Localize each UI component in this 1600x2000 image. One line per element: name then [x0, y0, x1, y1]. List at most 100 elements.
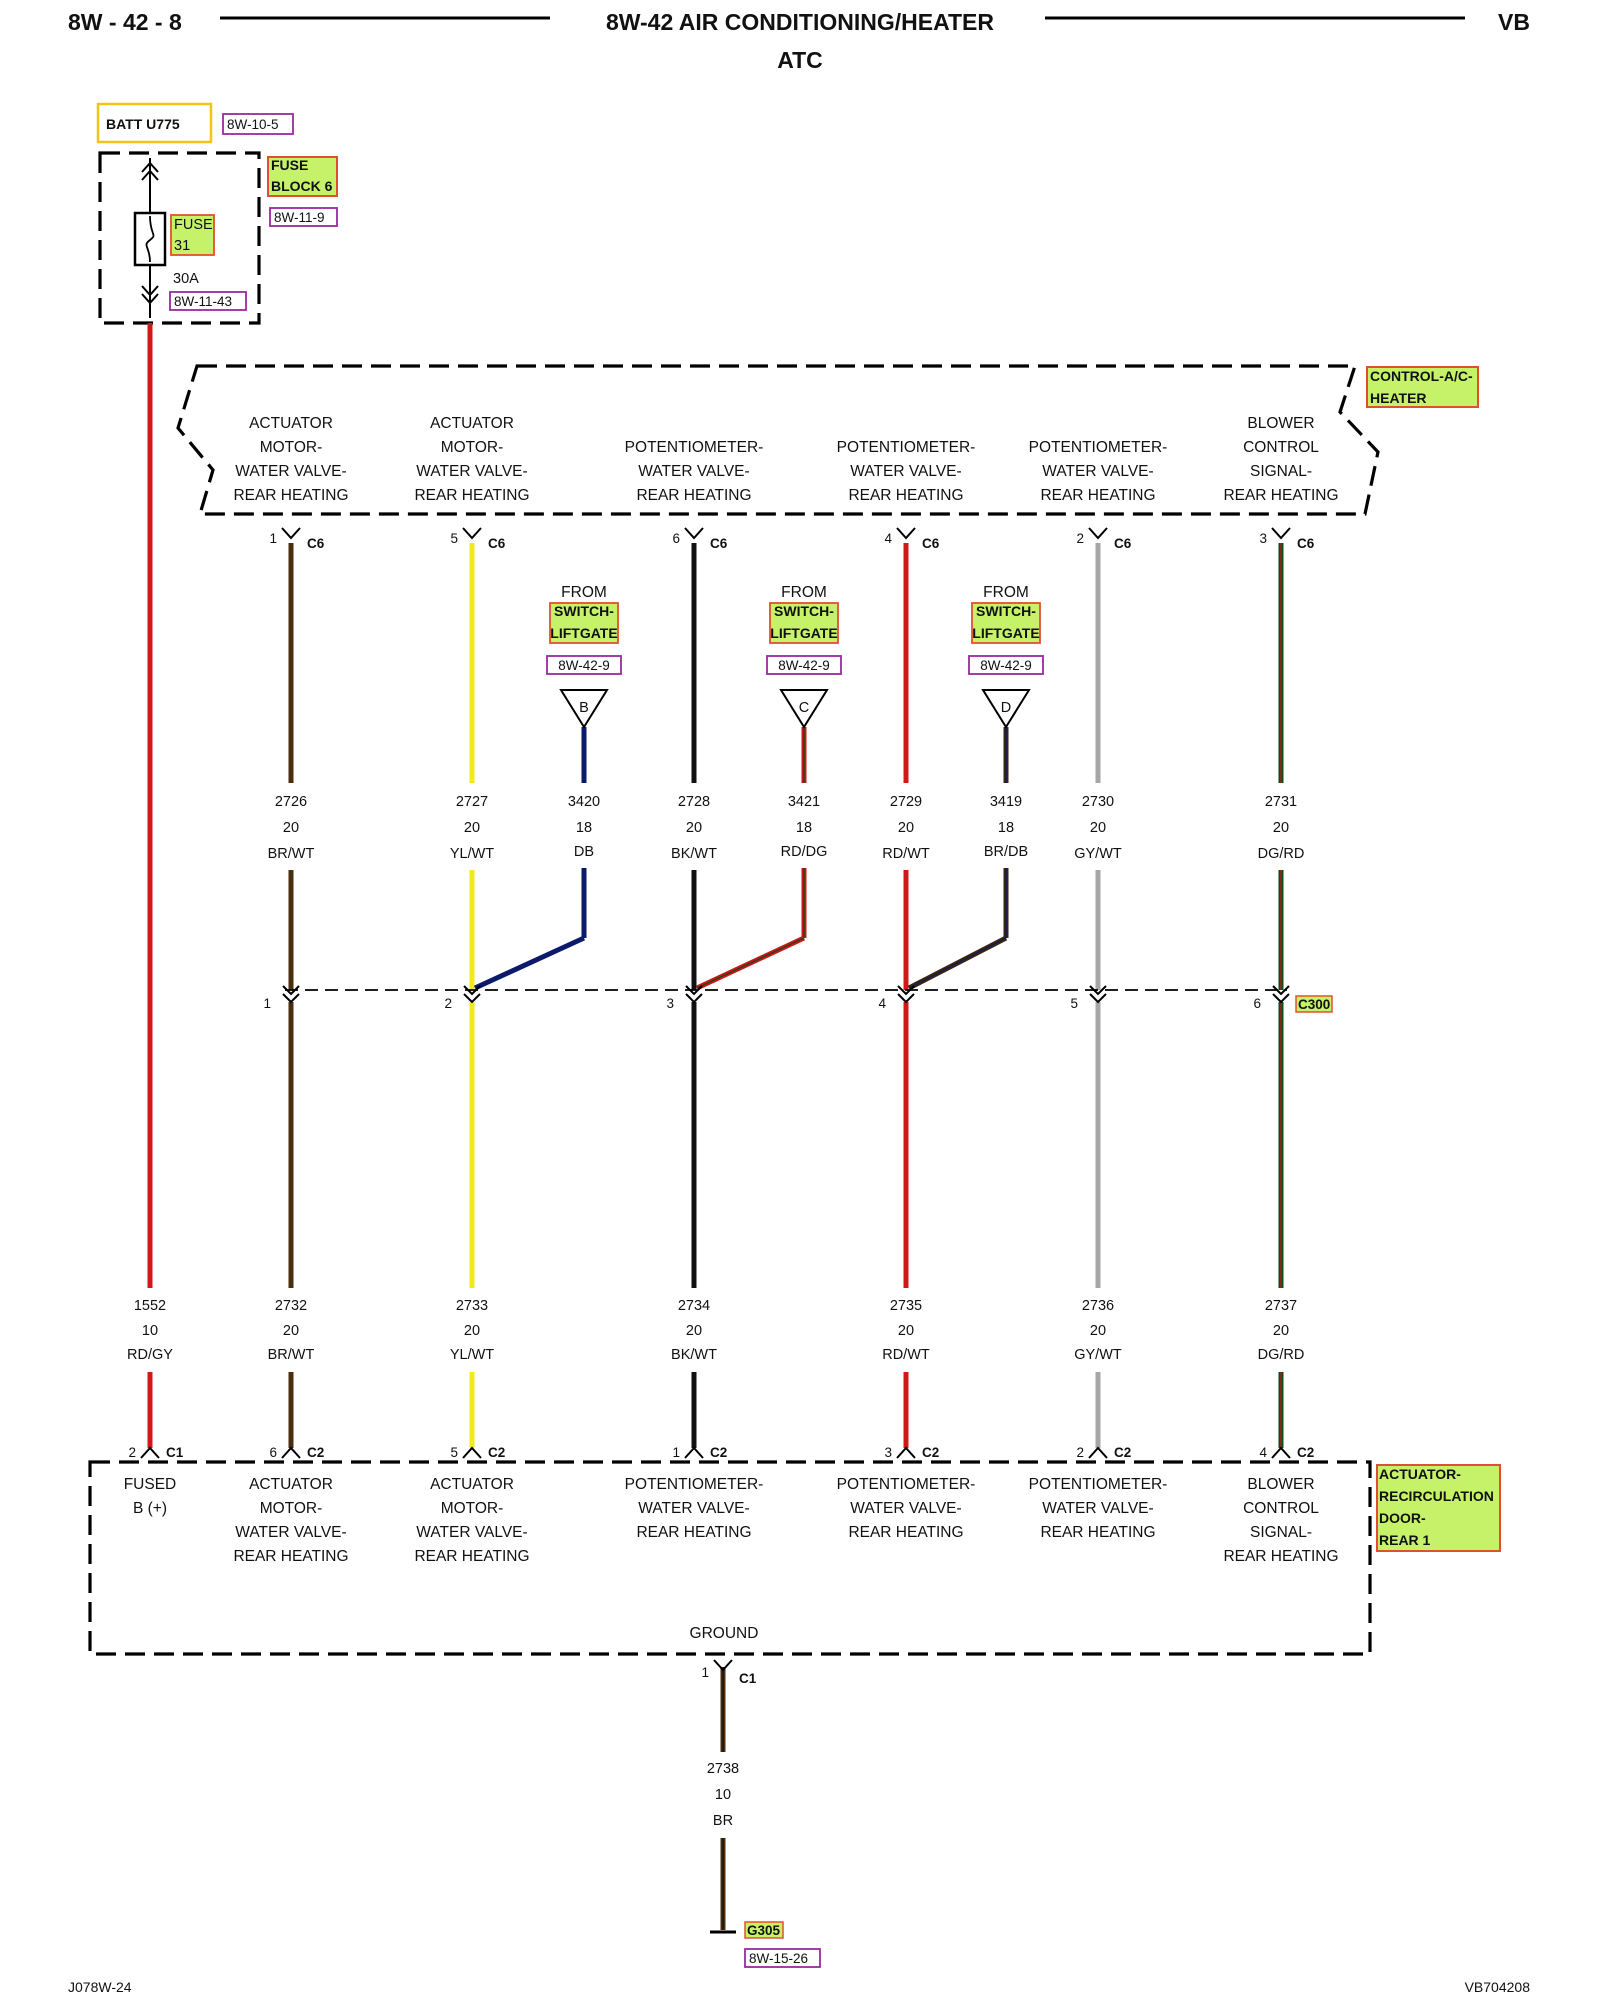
circuit-2-bottom-pin-symbol [462, 1446, 482, 1459]
fuse-block-name-line2: BLOCK 6 [271, 178, 333, 194]
circuit-1-wire-top-gauge: 20 [283, 820, 299, 836]
circuit-1-c300-pin-symbol [282, 985, 300, 1004]
circuit-4-bottom-pin: 3 [884, 1445, 892, 1460]
circuit-2-top-label-line3: WATER VALVE- [416, 463, 527, 480]
circuit-3-top-connector: C6 [710, 536, 728, 551]
circuit-2-wire-bottom-color: YL/WT [450, 1347, 494, 1363]
circuit-3-wire-bottom-num: 2734 [678, 1298, 710, 1314]
fuse-pin-bottom [141, 285, 159, 305]
circuit-6-c300-pin-symbol [1272, 985, 1290, 1004]
circuit-5-bottom-label-line1: POTENTIOMETER- [1029, 1476, 1168, 1493]
circuit-4-bottom-connector: C2 [922, 1445, 939, 1460]
switch-input-b-wire-color: DB [574, 844, 594, 860]
fused-feed-wire-num: 1552 [134, 1298, 166, 1314]
switch-input-b-wire-gauge: 18 [576, 820, 592, 836]
fuse-block-ref-box [269, 207, 338, 227]
circuit-3-wire-bottom-color: BK/WT [671, 1347, 717, 1363]
circuit-4-wire-bottom-color: RD/WT [882, 1347, 930, 1363]
circuit-6-bottom-label-line1: BLOWER [1247, 1476, 1314, 1493]
circuit-3-top-label-line1: POTENTIOMETER- [625, 439, 764, 456]
page-header: 8W - 42 - 8 8W-42 AIR CONDITIONING/HEATE… [68, 9, 1530, 73]
circuit-5-c300-pin: 5 [1070, 996, 1078, 1011]
circuit-5-top-label-line3: REAR HEATING [1040, 487, 1155, 504]
control-module-name-line2: HEATER [1370, 390, 1427, 406]
circuit-3-wire-top-gauge: 20 [686, 820, 702, 836]
switch-input-b-wire-splice [473, 935, 586, 991]
circuit-1-c300-pin: 1 [263, 996, 271, 1011]
page-subtitle: ATC [777, 47, 823, 73]
switch-input-b-name-line1: SWITCH- [554, 603, 614, 619]
ground-wire-color: BR [713, 1813, 733, 1829]
ground-point: G305 [747, 1923, 781, 1938]
switch-input-d-letter: D [1001, 700, 1011, 716]
switch-input-d-wire-color: BR/DB [984, 844, 1028, 860]
fuse-block-ref: 8W-11-9 [274, 210, 325, 225]
circuit-6-wire-top-color: DG/RD [1258, 846, 1305, 862]
fuse-rating: 30A [173, 271, 199, 287]
ground-connector: C1 [739, 1671, 757, 1686]
circuit-5-top-pin: 2 [1076, 531, 1084, 546]
fused-feed-pin-symbol [140, 1446, 160, 1459]
switch-input-d-wire-num: 3419 [990, 794, 1022, 810]
control-module-outline [176, 364, 1380, 516]
circuit-6-bottom-label-line3: SIGNAL- [1250, 1524, 1312, 1541]
circuit-5-top-pin-symbol [1088, 527, 1108, 540]
circuit-2-bottom-pin: 5 [450, 1445, 458, 1460]
actuator-module-name-line1: ACTUATOR- [1379, 1466, 1461, 1482]
circuit-6-top-label-line3: SIGNAL- [1250, 463, 1312, 480]
page-title: 8W-42 AIR CONDITIONING/HEATER [606, 9, 994, 35]
circuit-5-wire-top-gauge: 20 [1090, 820, 1106, 836]
vehicle-code: VB [1498, 9, 1530, 35]
circuit-5-bottom-pin: 2 [1076, 1445, 1084, 1460]
batt-label: BATT U775 [106, 116, 180, 132]
ground-ref: 8W-15-26 [749, 1951, 808, 1966]
ground-ref-box [744, 1948, 821, 1968]
circuit-3-top-pin-symbol [684, 527, 704, 540]
circuit-5-wire-top-color: GY/WT [1074, 846, 1122, 862]
circuit-6-bottom-connector: C2 [1297, 1445, 1314, 1460]
circuit-2-c300-pin-symbol [463, 985, 481, 1004]
switch-input-c-letter: C [799, 700, 809, 716]
circuit-2-wire-top-gauge: 20 [464, 820, 480, 836]
ground-pin-symbol [713, 1659, 733, 1672]
circuit-5-wire-top-num: 2730 [1082, 794, 1114, 810]
fused-feed-wire-color: RD/GY [127, 1347, 173, 1363]
c300-label: C300 [1298, 997, 1330, 1012]
circuit-4-c300-pin-symbol [897, 985, 915, 1004]
fuse-block-name-box [267, 156, 338, 197]
circuit-4-top-label-line1: POTENTIOMETER- [837, 439, 976, 456]
circuit-2-bottom-label-line1: ACTUATOR [430, 1476, 514, 1493]
fused-feed-label-line2: B (+) [133, 1500, 167, 1517]
fuse-name-line2: 31 [174, 238, 190, 254]
circuit-4-bottom-pin-symbol [896, 1446, 916, 1459]
switch-input-c-ref: 8W-42-9 [778, 658, 830, 673]
switch-input-c-wire-color: RD/DG [781, 844, 828, 860]
circuit-3-wire-top-color: BK/WT [671, 846, 717, 862]
circuit-1-bottom-connector: C2 [307, 1445, 324, 1460]
actuator-recirculation-module: ACTUATOR- RECIRCULATION DOOR- REAR 1 GRO… [88, 1460, 1501, 1656]
control-ac-heater-module: CONTROL-A/C- HEATER [176, 364, 1479, 516]
switch-input-d-name-line2: LIFTGATE [972, 625, 1039, 641]
circuit-4-wire-bottom-gauge: 20 [898, 1323, 914, 1339]
circuit-1-bottom-label-line1: ACTUATOR [249, 1476, 333, 1493]
ground-pin: 1 [701, 1665, 709, 1680]
circuit-5-c300-pin-symbol [1089, 985, 1107, 1004]
circuit-1-top-pin: 1 [269, 531, 277, 546]
circuit-6-bottom-label-line2: CONTROL [1243, 1500, 1319, 1517]
circuit-1-wire-top-num: 2726 [275, 794, 307, 810]
circuit-2-top-label-line2: MOTOR- [441, 439, 504, 456]
switch-input-b-letter: B [579, 700, 589, 716]
circuit-6-wire-top-num: 2731 [1265, 794, 1297, 810]
ground-point-box [744, 1921, 784, 1939]
circuit-5-bottom-pin-symbol [1088, 1446, 1108, 1459]
switch-input-b-connector-symbol [559, 689, 609, 729]
switch-input-d-name-line1: SWITCH- [976, 603, 1036, 619]
circuit-3-bottom-connector: C2 [710, 1445, 727, 1460]
circuit-4-wire-bottom-num: 2735 [890, 1298, 922, 1314]
circuit-5-top-label-line2: WATER VALVE- [1042, 463, 1153, 480]
switch-input-c-name-box [769, 602, 839, 644]
footer-right-code: VB704208 [1465, 1979, 1531, 1995]
circuit-5-top-label-line1: POTENTIOMETER- [1029, 439, 1168, 456]
